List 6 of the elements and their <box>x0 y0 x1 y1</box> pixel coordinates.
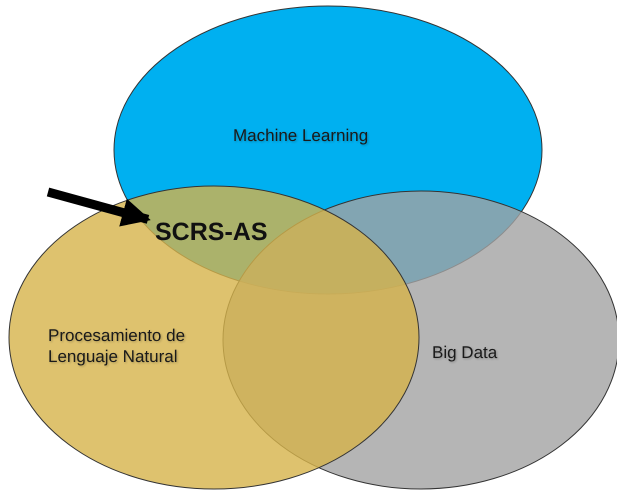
arrow <box>46 188 151 226</box>
circle-label: Procesamiento de Lenguaje Natural <box>48 325 186 368</box>
circle-label: Big Data <box>432 342 498 364</box>
venn-ellipse <box>8 185 420 490</box>
highlight-label: SCRS-AS <box>155 217 268 248</box>
circle-label: Machine Learning <box>233 125 370 146</box>
